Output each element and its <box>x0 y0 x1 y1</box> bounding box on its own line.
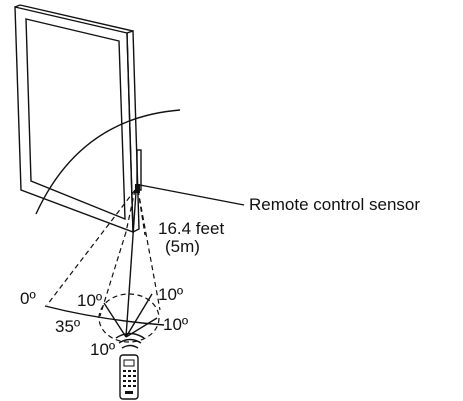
angle-10-bottom-label: 10º <box>90 340 115 359</box>
distance-meters-label: (5m) <box>165 237 200 256</box>
reception-cone <box>46 189 161 317</box>
reception-arc <box>35 109 181 215</box>
display-monitor <box>14 4 142 234</box>
horizontal-arc <box>44 305 165 326</box>
angle-35-label: 35º <box>55 317 80 336</box>
angle-10-left-label: 10º <box>77 291 102 310</box>
angle-10-right-top-label: 10º <box>158 285 183 304</box>
range-line <box>125 191 137 338</box>
angle-0-label: 0º <box>20 289 36 308</box>
angle-circle <box>98 293 160 343</box>
distance-feet-label: 16.4 feet <box>158 219 224 238</box>
sensor-marker <box>135 184 245 206</box>
angle-10-right-bottom-label: 10º <box>163 315 188 334</box>
sensor-label: Remote control sensor <box>249 195 420 214</box>
remote-control <box>115 332 145 400</box>
